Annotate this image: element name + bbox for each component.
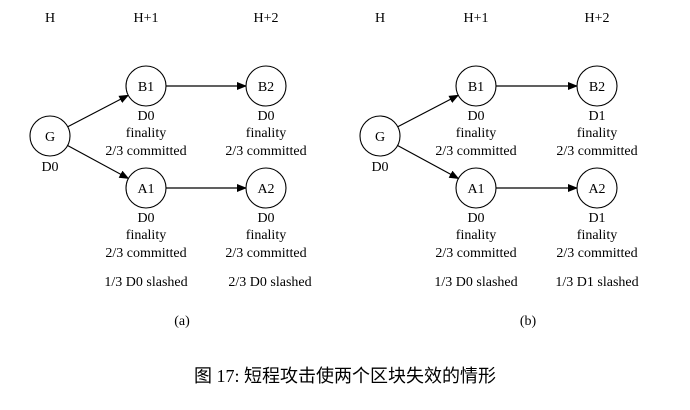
node-line-3: 2/3 committed (435, 246, 516, 261)
node-line-2: finality (246, 126, 286, 141)
edge-g-a1 (67, 144, 130, 180)
node-circle (245, 65, 287, 107)
node-line-1: D1 (588, 211, 605, 226)
node-line-1: D1 (588, 109, 605, 124)
node-name: B2 (258, 80, 274, 95)
diagram-b: H H+1 H+2 G D0 B1 D0 finality 2/3 commit… (359, 11, 639, 329)
node-line-2: finality (456, 126, 496, 141)
node-circle (576, 167, 618, 209)
node-line-2: finality (577, 126, 617, 141)
node-line-3: 2/3 committed (225, 144, 306, 159)
node-name: B1 (468, 80, 484, 95)
node-line-2: finality (246, 228, 286, 243)
node-b1: B1 D0 finality 2/3 committed (435, 65, 517, 159)
slashed-label-h1: 1/3 D0 slashed (104, 275, 187, 290)
node-a1: A1 D0 finality 2/3 committed (105, 167, 187, 261)
subfigure-label: (b) (520, 314, 537, 329)
node-circle (125, 167, 167, 209)
slashed-label-h2: 2/3 D0 slashed (228, 275, 311, 290)
node-line-2: finality (456, 228, 496, 243)
node-line-1: D0 (137, 109, 154, 124)
height-label-h1: H+1 (133, 11, 158, 26)
height-label-h2: H+2 (584, 11, 609, 26)
height-label-h: H (375, 11, 385, 26)
diagram-a: H H+1 H+2 G D0 B1 D0 finality 2/3 commit… (29, 11, 312, 329)
height-label-h1: H+1 (463, 11, 488, 26)
node-line-3: 2/3 committed (556, 144, 637, 159)
node-name: A1 (137, 182, 154, 197)
node-line-1: D0 (257, 211, 274, 226)
node-g: G D0 (359, 115, 401, 175)
subfigure-label: (a) (174, 314, 190, 329)
node-circle (245, 167, 287, 209)
node-name: A1 (467, 182, 484, 197)
node-g: G D0 (29, 115, 71, 175)
node-name: B1 (138, 80, 154, 95)
node-name: A2 (588, 182, 605, 197)
node-b2: B2 D1 finality 2/3 committed (556, 65, 638, 159)
height-label-h2: H+2 (253, 11, 278, 26)
node-line-2: finality (577, 228, 617, 243)
node-circle (455, 167, 497, 209)
node-a1: A1 D0 finality 2/3 committed (435, 167, 517, 261)
node-line-3: 2/3 committed (435, 144, 516, 159)
node-line-1: D0 (257, 109, 274, 124)
node-name: B2 (589, 80, 605, 95)
node-circle (125, 65, 167, 107)
slashed-label-h1: 1/3 D0 slashed (434, 275, 517, 290)
node-name: A2 (257, 182, 274, 197)
node-a2: A2 D0 finality 2/3 committed (225, 167, 307, 261)
node-line-2: finality (126, 126, 166, 141)
node-a2: A2 D1 finality 2/3 committed (556, 167, 638, 261)
node-line-1: D0 (371, 160, 388, 175)
node-b1: B1 D0 finality 2/3 committed (105, 65, 187, 159)
node-line-1: D0 (467, 211, 484, 226)
node-line-1: D0 (467, 109, 484, 124)
node-circle (29, 115, 71, 157)
node-circle (359, 115, 401, 157)
edge-g-a1 (397, 144, 460, 180)
node-line-3: 2/3 committed (105, 144, 186, 159)
node-name: G (375, 130, 385, 145)
node-circle (455, 65, 497, 107)
node-line-3: 2/3 committed (556, 246, 637, 261)
node-name: G (45, 130, 55, 145)
height-label-h: H (45, 11, 55, 26)
slashed-label-h2: 1/3 D1 slashed (555, 275, 638, 290)
edge-g-b1 (67, 94, 130, 128)
edge-layer-b (397, 82, 578, 192)
node-circle (576, 65, 618, 107)
node-line-1: D0 (137, 211, 154, 226)
edge-layer-a (67, 82, 247, 192)
node-line-3: 2/3 committed (225, 246, 306, 261)
node-line-2: finality (126, 228, 166, 243)
figure-caption: 图 17: 短程攻击使两个区块失效的情形 (194, 366, 496, 386)
edge-g-b1 (397, 94, 460, 128)
node-line-1: D0 (41, 160, 58, 175)
node-b2: B2 D0 finality 2/3 committed (225, 65, 307, 159)
node-line-3: 2/3 committed (105, 246, 186, 261)
